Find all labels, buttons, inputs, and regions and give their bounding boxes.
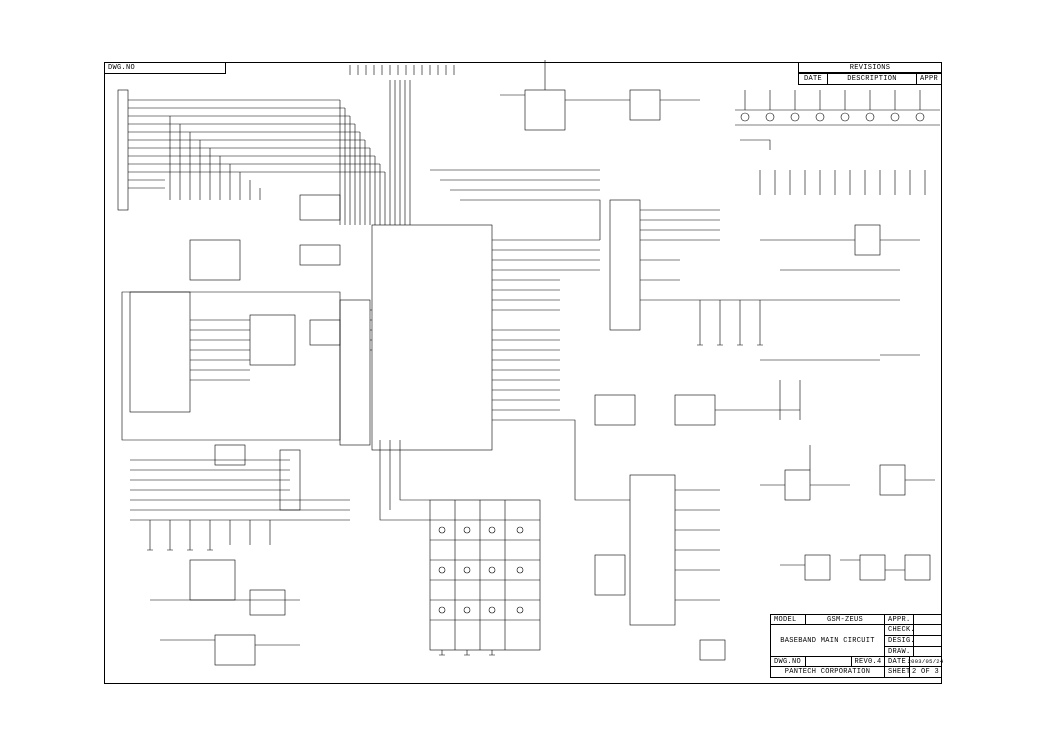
revisions-title: REVISIONS (798, 62, 942, 73)
sheet-value: 2 OF 3 (909, 666, 942, 678)
circuit-title: BASEBAND MAIN CIRCUIT (770, 624, 885, 657)
revisions-description-header: DESCRIPTION (827, 73, 917, 85)
dwg-no-label: DWG.NO (108, 64, 136, 72)
baseband-ic (371, 224, 493, 451)
revisions-appr-header: APPR (916, 73, 942, 85)
sheet-label: SHEET (884, 666, 910, 678)
connector-block (117, 89, 129, 211)
company-name: PANTECH CORPORATION (770, 666, 885, 678)
drawing-border (104, 62, 942, 684)
dwg-no-box: DWG.NO (104, 62, 226, 74)
